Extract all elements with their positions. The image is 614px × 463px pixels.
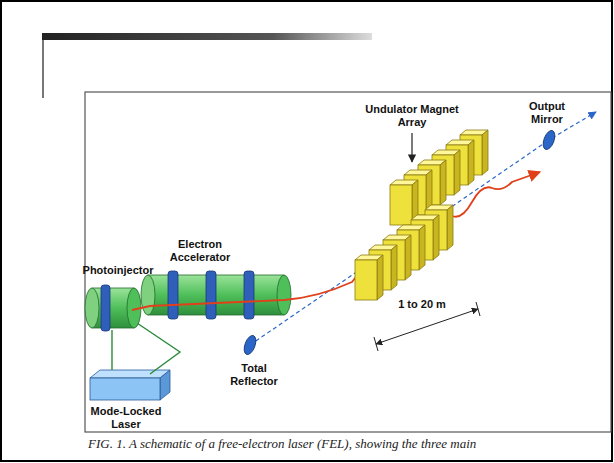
part-label: Output Mirror <box>519 100 575 126</box>
part-label: Electron Accelerator <box>158 238 242 264</box>
part-label: Mode-Locked Laser <box>84 405 168 431</box>
part-label: Photoinjector <box>73 264 163 277</box>
part-label: Total Reflector <box>222 362 286 388</box>
figure-caption: FIG. 1. A schematic of a free-electron l… <box>88 436 476 451</box>
dimension-label: 1 to 20 m <box>387 298 457 311</box>
part-label: Undulator Magnet Array <box>357 103 467 129</box>
